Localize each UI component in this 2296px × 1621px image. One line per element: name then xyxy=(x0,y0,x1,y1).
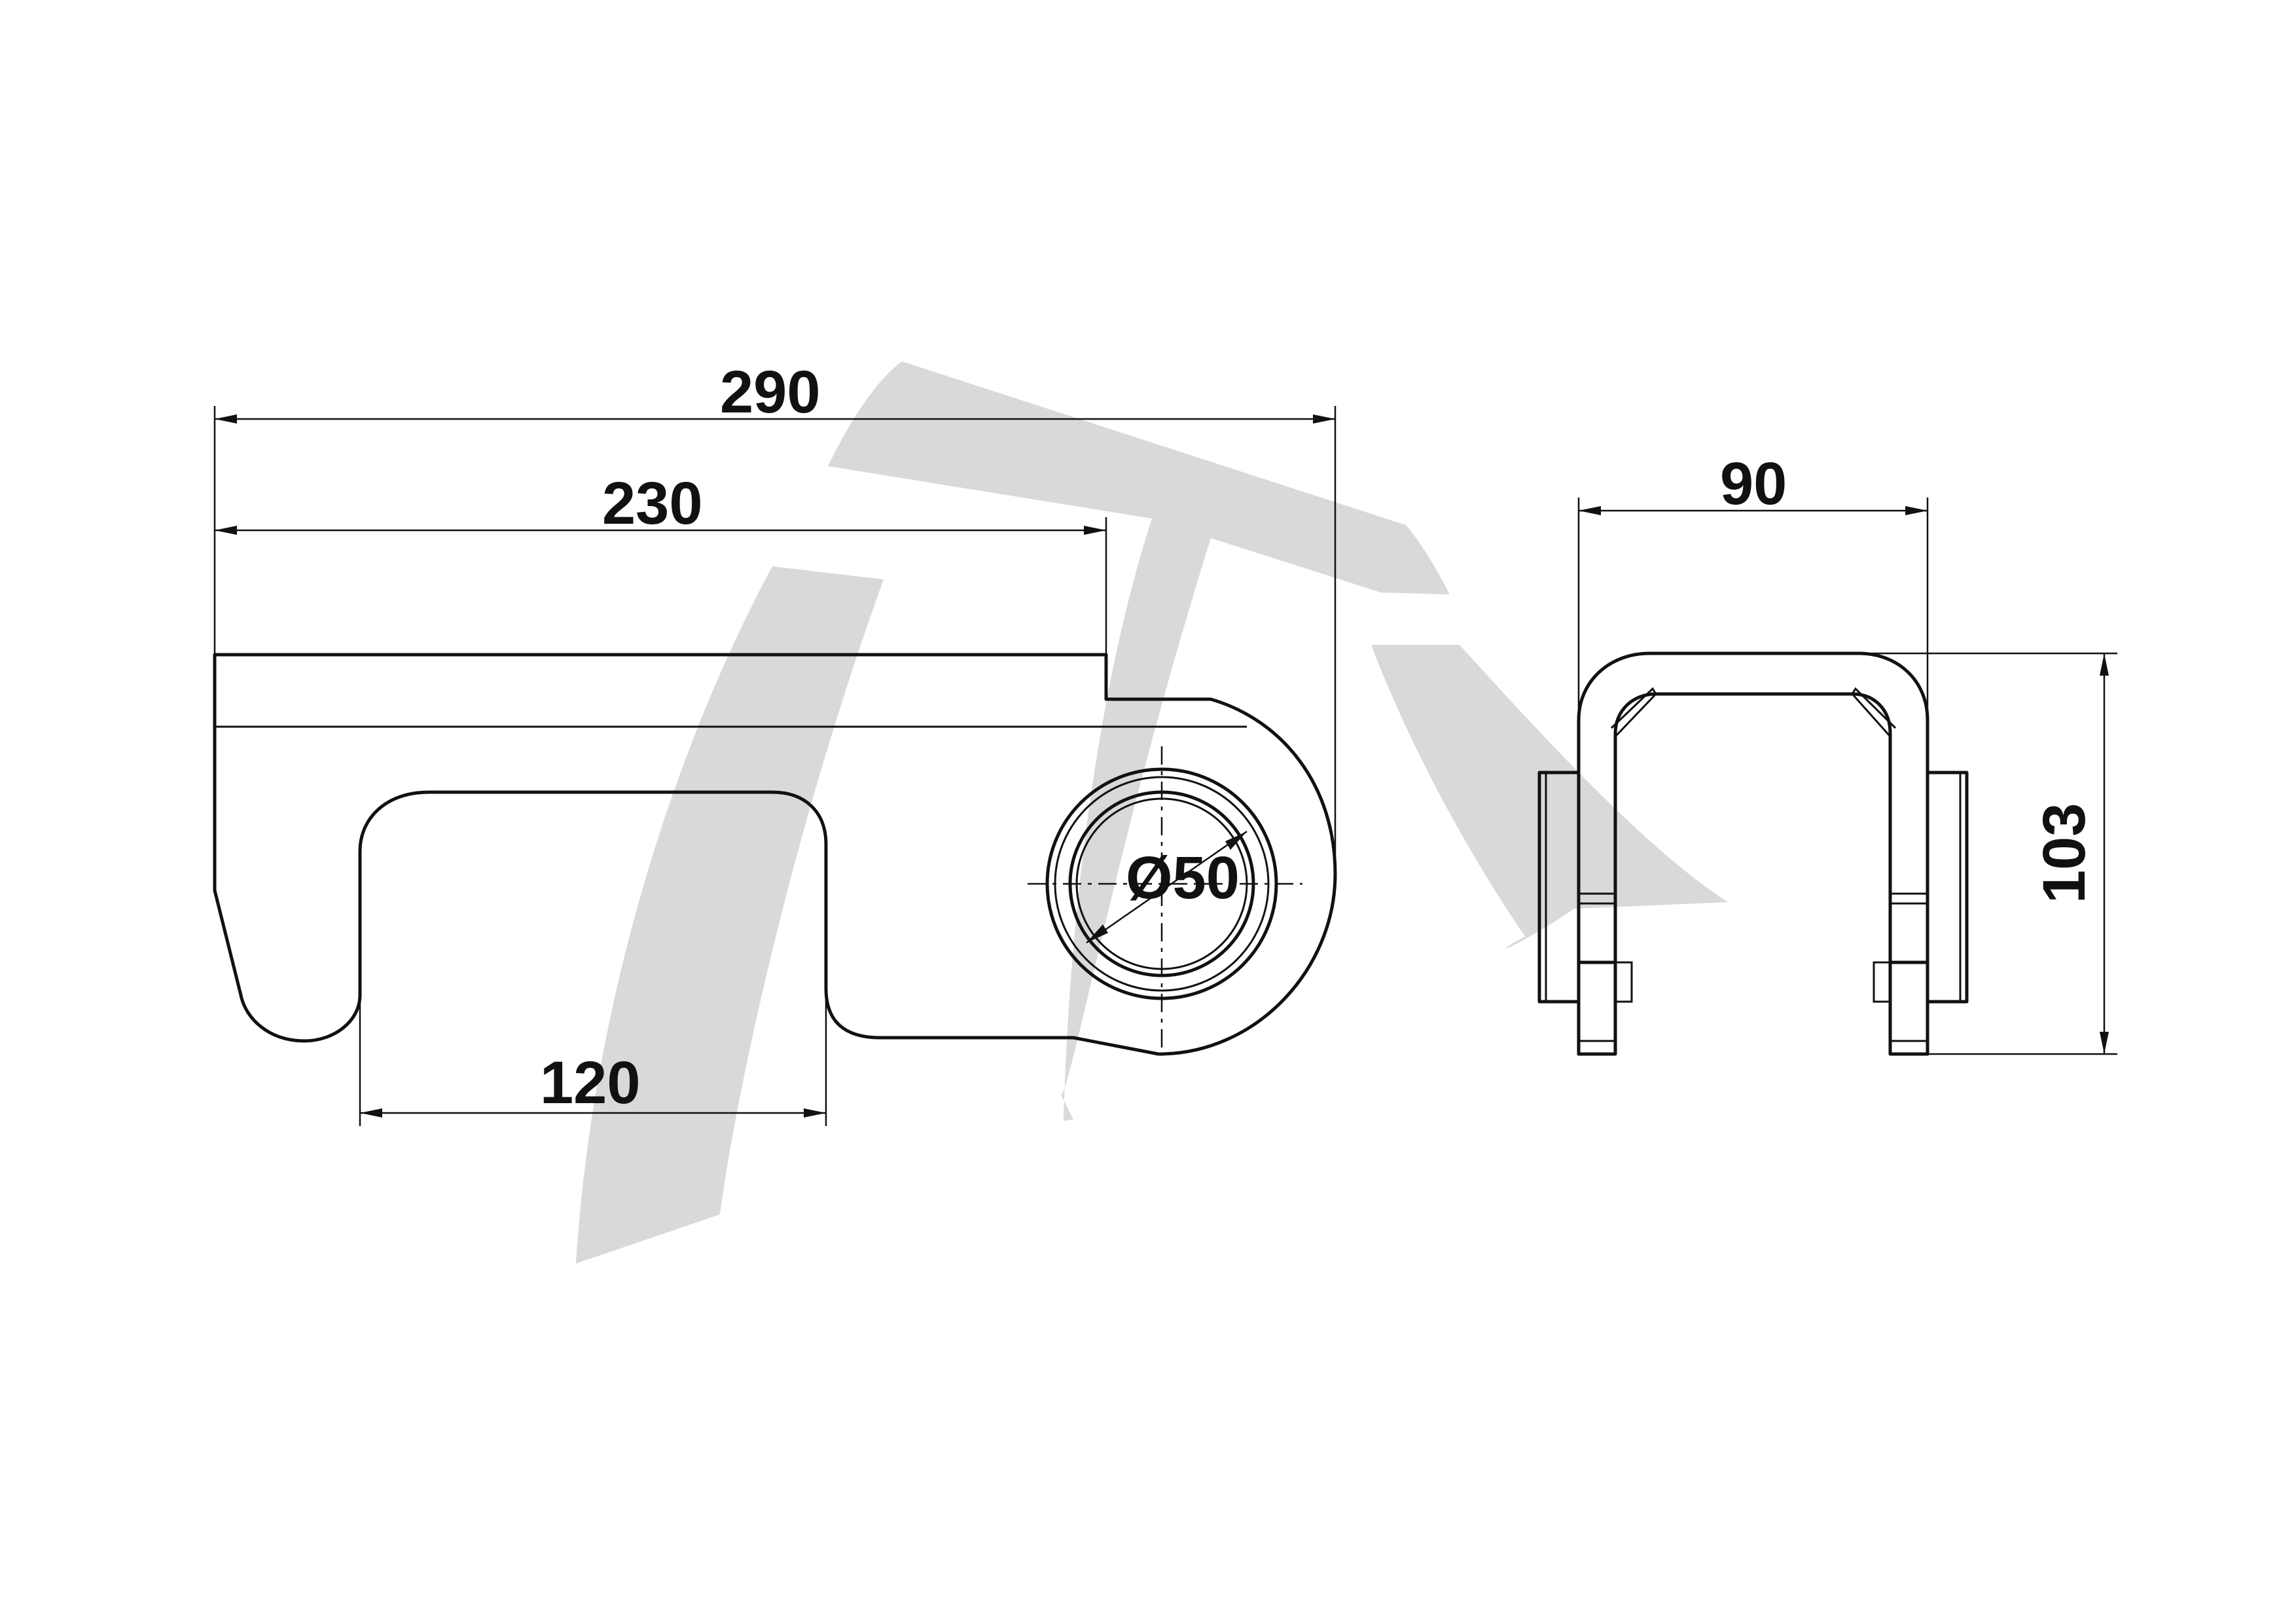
side-view-boss-right xyxy=(1926,771,1969,1004)
side-width-label: 90 xyxy=(1720,450,1787,517)
bore-diameter-leader xyxy=(1086,830,1247,944)
front-view: Ø50 xyxy=(213,653,1337,1056)
side-view-tab-left xyxy=(1614,961,1633,1003)
side-view-outer-profile xyxy=(1577,651,1929,1056)
overall-length-label: 290 xyxy=(720,359,821,426)
side-view-tab-right xyxy=(1873,961,1892,1003)
watermark-logo xyxy=(576,361,1728,1264)
slot-width-label: 120 xyxy=(540,1049,641,1116)
side-view-inner-profile xyxy=(1613,692,1892,964)
side-view-foot-left xyxy=(1577,960,1617,1056)
dimension-side-height: 103 xyxy=(1859,652,2117,1055)
side-view-boss-left xyxy=(1537,771,1581,1004)
dimension-top-length: 230 xyxy=(215,470,1107,655)
bore-diameter-arrow-a xyxy=(1086,924,1108,943)
side-view-foot-right xyxy=(1888,960,1929,1056)
dimension-side-width: 90 xyxy=(1577,450,1929,720)
dimension-overall-length: 290 xyxy=(213,359,1336,874)
side-view-chamfer-left xyxy=(1610,687,1657,738)
side-view-chamfer-right xyxy=(1851,687,1897,737)
dimension-slot-width: 120 xyxy=(359,989,827,1126)
bore-diameter-arrow-b xyxy=(1225,831,1247,850)
side-view xyxy=(1537,651,1969,1056)
top-length-label: 230 xyxy=(602,470,703,537)
side-height-label: 103 xyxy=(2031,803,2098,904)
bore-diameter-label: Ø50 xyxy=(1126,845,1240,911)
